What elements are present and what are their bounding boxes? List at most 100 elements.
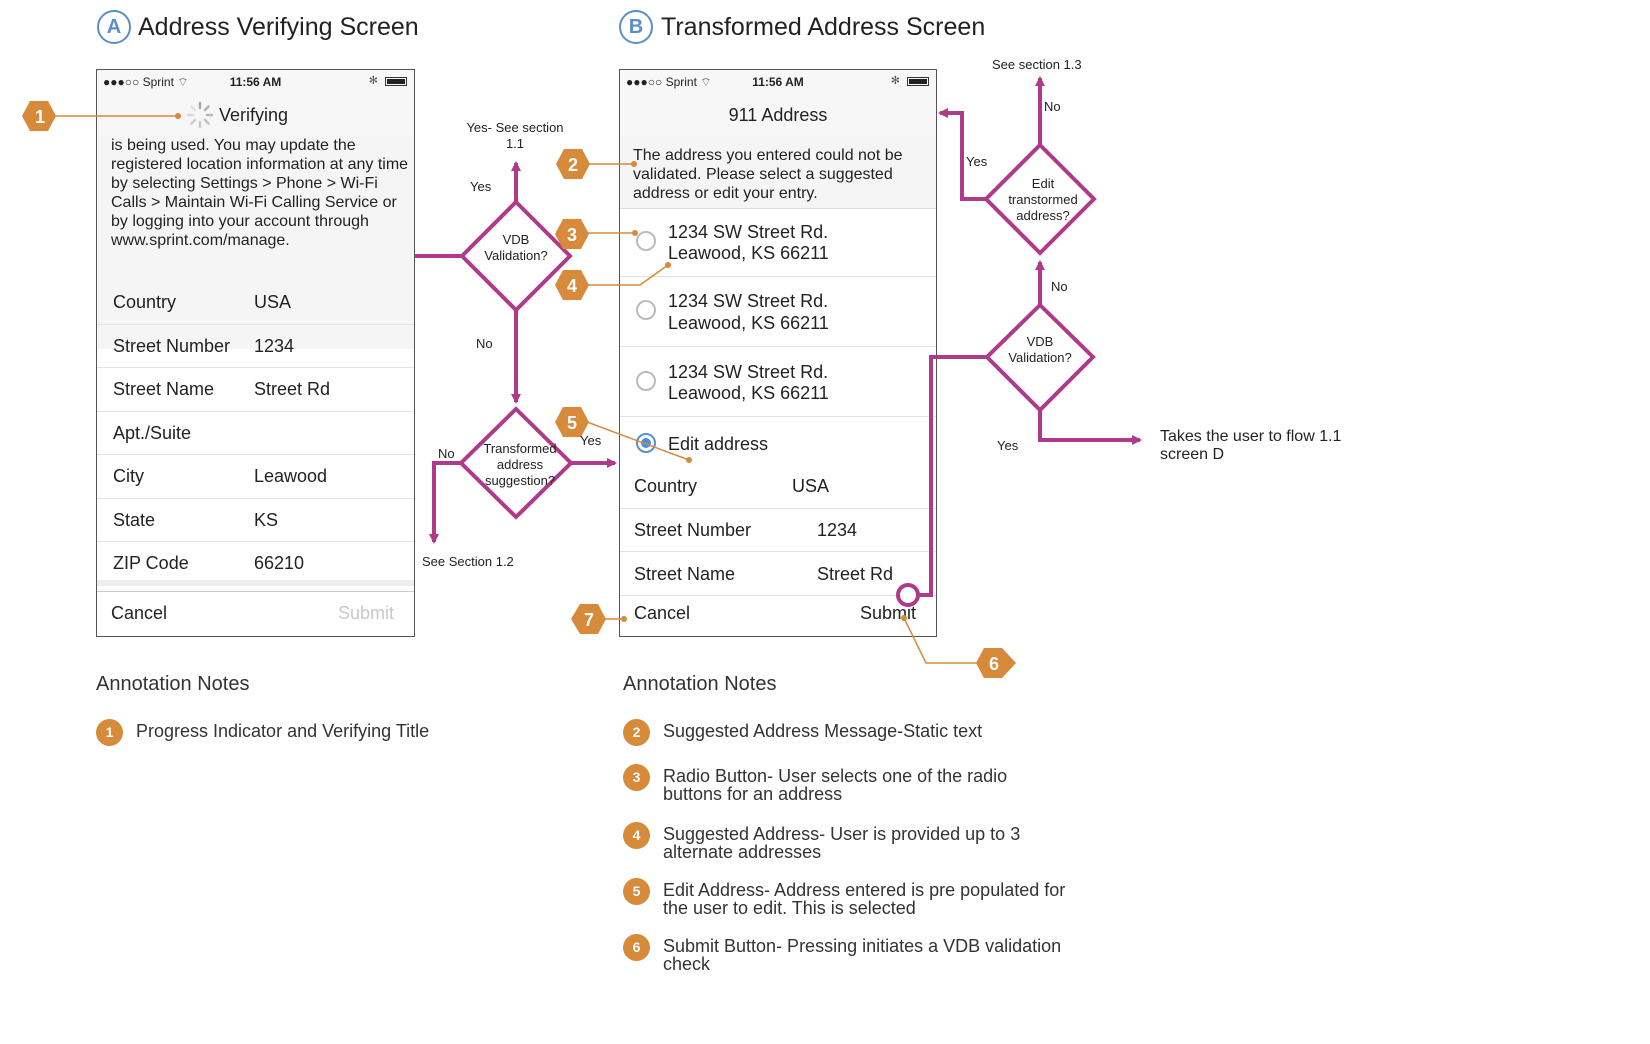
badge-number: 6	[989, 654, 999, 674]
suggestion-row[interactable]: 1234 SW Street Rd. Leawood, KS 66211	[620, 347, 936, 417]
annotation-badge	[555, 219, 589, 249]
note-text: Suggested Address- User is provided up t…	[663, 824, 1021, 862]
battery-icon	[907, 77, 929, 86]
note-text: Edit Address- Address entered is pre pop…	[663, 880, 1066, 918]
field-value[interactable]: Street Rd	[254, 379, 331, 399]
field-value[interactable]: 1234	[254, 336, 295, 356]
edit-address-row[interactable]: Edit address	[620, 417, 936, 469]
field-label: Street Number	[113, 336, 231, 356]
nav-bar: 911 Address	[620, 94, 936, 137]
badge-number: 7	[584, 610, 594, 630]
screen-b-letter: B	[619, 10, 653, 44]
nav-title: 911 Address	[728, 105, 828, 125]
info-message: is being used. You may update the regist…	[97, 136, 414, 349]
nav-title: Verifying	[219, 105, 289, 125]
cancel-button[interactable]: Cancel	[634, 603, 691, 623]
radio-icon[interactable]	[636, 433, 656, 453]
phone-screen-a: ●●●○○ Sprint ⌔ 11:56 AM ✻ Verifying is b…	[96, 69, 415, 637]
field-label: Country	[113, 292, 177, 312]
yes-label: Yes	[470, 179, 492, 194]
cancel-button[interactable]: Cancel	[111, 603, 168, 623]
field-row-street-name[interactable]: Street Name Street Rd	[620, 552, 936, 596]
field-label: Country	[634, 476, 698, 496]
annotation-notes-heading: Annotation Notes	[623, 673, 777, 695]
footer-bar: Cancel Submit	[620, 594, 936, 636]
field-row-country[interactable]: Country USA	[620, 469, 936, 509]
field-row-country[interactable]: Country USA	[97, 281, 414, 325]
radio-icon[interactable]	[636, 231, 656, 251]
submit-button[interactable]: Submit	[859, 603, 916, 623]
screen-a-title: Address Verifying Screen	[138, 13, 419, 41]
field-value[interactable]: Leawood	[254, 466, 328, 486]
field-row-street-name[interactable]: Street Name Street Rd	[97, 368, 414, 412]
see-section-label: See Section 1.2	[422, 554, 514, 569]
field-label: State	[113, 510, 156, 530]
note-text: Progress Indicator and Verifying Title	[136, 721, 430, 741]
yes-label: Yes	[580, 433, 602, 448]
annotation-badge	[555, 270, 589, 300]
badge-number: 4	[567, 276, 577, 296]
edit-address-label: Edit address	[668, 434, 769, 454]
field-value[interactable]: KS	[254, 510, 279, 530]
field-value[interactable]: 1234	[817, 520, 858, 540]
yes-label: Yes	[966, 154, 988, 169]
suggestion-line2: Leawood, KS 66211	[668, 243, 829, 263]
see-section-label: See section 1.3	[992, 57, 1082, 72]
status-bar: ●●●○○ Sprint ⌔ 11:56 AM ✻	[97, 70, 414, 94]
battery-icon	[385, 77, 407, 86]
no-label: No	[438, 446, 455, 461]
suggestion-line1: 1234 SW Street Rd.	[668, 222, 829, 242]
transformed-decision-label: Transformed address suggestion?	[483, 441, 557, 488]
badge-number: 2	[568, 155, 578, 175]
annotation-badge	[22, 101, 56, 131]
screen-b-title: Transformed Address Screen	[661, 13, 986, 41]
destination-label: Takes the user to flow 1.1 screen D	[1160, 428, 1342, 463]
radio-icon[interactable]	[636, 371, 656, 391]
suggested-message: The address you entered could not be val…	[620, 136, 936, 209]
note-badge: 3	[623, 764, 650, 791]
status-time: 11:56 AM	[229, 75, 282, 89]
status-time: 11:56 AM	[752, 75, 804, 89]
phone-screen-b: ●●●○○ Sprint ⌔ 11:56 AM ✻ 911 Address Th…	[619, 69, 937, 637]
no-label: No	[1051, 279, 1068, 294]
field-value[interactable]: 66210	[254, 553, 305, 573]
suggestion-line2: Leawood, KS 66211	[668, 383, 829, 403]
annotation-badge	[556, 149, 590, 179]
field-row-zip[interactable]: ZIP Code 66210	[97, 542, 414, 586]
field-row-apt[interactable]: Apt./Suite	[97, 412, 414, 455]
field-row-street-number[interactable]: Street Number 1234	[97, 325, 414, 368]
field-value[interactable]: USA	[254, 292, 292, 312]
submit-button[interactable]: Submit	[337, 603, 394, 623]
note-badge: 4	[623, 822, 650, 849]
radio-icon[interactable]	[636, 300, 656, 320]
badge-number: 5	[567, 413, 577, 433]
bluetooth-icon: ✻	[890, 75, 900, 87]
no-label: No	[1044, 99, 1061, 114]
field-value[interactable]: USA	[792, 476, 830, 496]
field-value[interactable]: Street Rd	[817, 564, 894, 584]
badge-number: 3	[567, 225, 577, 245]
suggestion-row[interactable]: 1234 SW Street Rd. Leawood, KS 66211	[620, 277, 936, 347]
carrier-label: ●●●○○ Sprint ⌔	[103, 75, 189, 89]
field-row-state[interactable]: State KS	[97, 499, 414, 542]
field-row-city[interactable]: City Leawood	[97, 455, 414, 499]
footer-bar: Cancel Submit	[97, 591, 414, 636]
field-label: Apt./Suite	[113, 423, 192, 443]
screen-a-letter: A	[97, 10, 131, 44]
yes-see-section-label: Yes- See section 1.1	[466, 120, 564, 151]
annotation-notes-heading: Annotation Notes	[96, 673, 250, 695]
suggestion-row[interactable]: 1234 SW Street Rd. Leawood, KS 66211	[620, 209, 936, 277]
note-text: Radio Button- User selects one of the ra…	[663, 766, 1008, 804]
field-row-street-number[interactable]: Street Number 1234	[620, 509, 936, 552]
suggestion-line1: 1234 SW Street Rd.	[668, 362, 829, 382]
field-label: Street Number	[634, 520, 752, 540]
arrow-icon	[1038, 410, 1142, 445]
note-badge: 2	[623, 719, 650, 746]
note-badge: 5	[623, 878, 650, 905]
suggestion-line1: 1234 SW Street Rd.	[668, 291, 829, 311]
annotation-badge	[571, 604, 606, 634]
status-bar: ●●●○○ Sprint ⌔ 11:56 AM ✻	[620, 70, 936, 94]
yes-label: Yes	[997, 438, 1019, 453]
badge-number: 1	[35, 107, 45, 127]
edit-transformed-label: Edit transtormed address?	[1008, 176, 1078, 223]
